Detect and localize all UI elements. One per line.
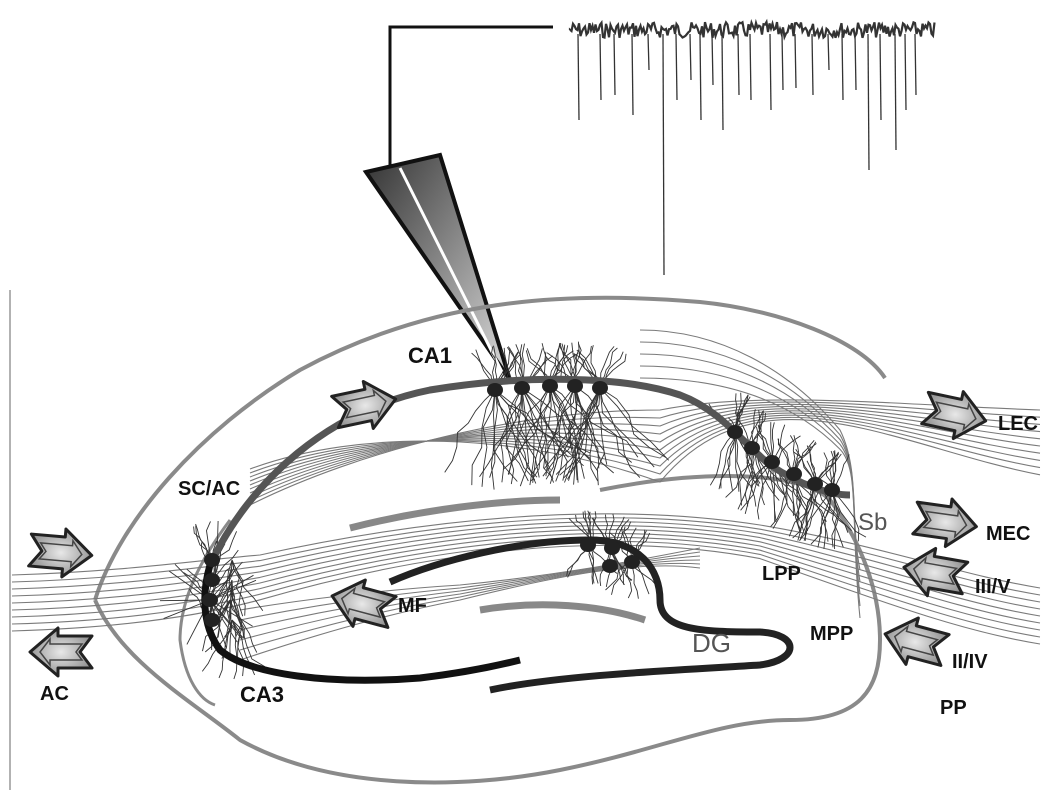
- label-ac: AC: [40, 683, 69, 705]
- electrode-lead: [390, 27, 553, 172]
- arrow-lec-icon: [920, 385, 991, 445]
- arrow-ac-icon: [30, 628, 92, 676]
- arrow-mec-icon: [912, 494, 980, 550]
- label-sc-ac: SC/AC: [178, 478, 240, 500]
- arrow-mf-icon: [326, 573, 398, 635]
- label-ca3: CA3: [240, 682, 284, 707]
- label-dg: DG: [692, 628, 731, 658]
- dg-upper-layer: [390, 540, 790, 690]
- dg-inner-layer: [350, 500, 560, 528]
- dg-lower-layer: [480, 605, 645, 620]
- label-mec: MEC: [986, 523, 1030, 545]
- label-lpp: LPP: [762, 563, 801, 585]
- label-iii-v: III/V: [975, 576, 1011, 598]
- trace-recording: [570, 22, 935, 275]
- label-mpp: MPP: [810, 623, 853, 645]
- label-pp: PP: [940, 697, 967, 719]
- label-mf: MF: [398, 595, 427, 617]
- arrow-ca1-icon: [330, 376, 401, 436]
- label-sb: Sb: [858, 509, 887, 536]
- label-ii-iv: II/IV: [952, 651, 988, 673]
- arrow-iii-v-icon: [900, 544, 969, 602]
- label-ca1: CA1: [408, 343, 452, 368]
- label-lec: LEC: [998, 413, 1038, 435]
